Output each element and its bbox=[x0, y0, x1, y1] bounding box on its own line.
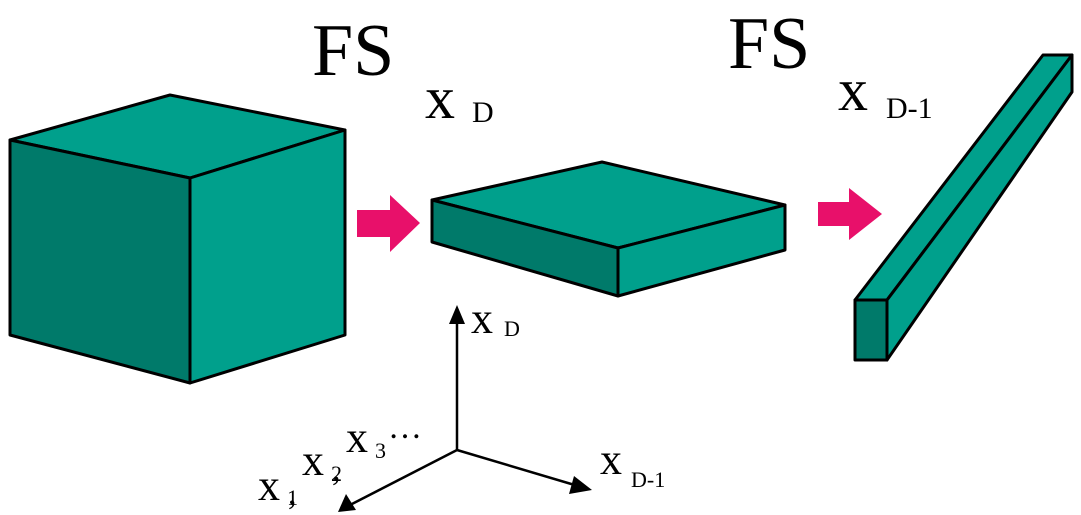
axis-up-label: x D bbox=[471, 294, 520, 343]
label-fs-xd: FS x D bbox=[312, 10, 494, 131]
x2-sub: 2 bbox=[331, 461, 342, 486]
projection-arrow-2 bbox=[818, 188, 882, 240]
fs2-main: FS bbox=[728, 3, 810, 85]
full-feature-space-cube bbox=[8, 93, 347, 385]
fs1-var: x bbox=[425, 65, 455, 131]
rod-front-face bbox=[853, 298, 889, 362]
coordinate-axes bbox=[338, 305, 592, 512]
x1-var: x bbox=[258, 461, 280, 510]
axis-up-sub: D bbox=[504, 316, 520, 341]
fs2-sub: D-1 bbox=[886, 92, 933, 125]
label-fs-xd-1: FS x D-1 bbox=[728, 3, 933, 125]
cube-side-face bbox=[188, 128, 347, 385]
axis-up-var: x bbox=[471, 294, 493, 343]
x3-sub: 3 bbox=[375, 438, 386, 463]
projected-rod bbox=[853, 53, 1074, 362]
x2-var: x bbox=[302, 436, 324, 485]
axis-right-label: x D-1 bbox=[600, 435, 665, 492]
slab-side-face bbox=[616, 203, 787, 298]
x1-sep: , bbox=[288, 475, 297, 512]
fs1-sub: D bbox=[472, 96, 494, 129]
cube-front-face bbox=[8, 138, 192, 385]
projected-slab bbox=[430, 160, 787, 298]
axis-left-label: x 1 , x 2 , x 3 … bbox=[258, 409, 422, 512]
x3-var: x bbox=[346, 413, 368, 462]
fs1-main: FS bbox=[312, 10, 394, 92]
axis-right bbox=[456, 448, 579, 488]
x2-sep: , bbox=[332, 451, 341, 488]
x1-sub: 1 bbox=[287, 485, 298, 510]
axis-up-arrowhead bbox=[449, 305, 465, 324]
axis-right-arrowhead bbox=[569, 476, 592, 494]
axis-right-sub: D-1 bbox=[631, 467, 665, 492]
axis-left-arrowhead bbox=[338, 494, 356, 512]
axis-left bbox=[349, 448, 458, 507]
fs2-var: x bbox=[838, 57, 868, 123]
axis-left-ellipsis: … bbox=[388, 409, 422, 446]
axis-right-var: x bbox=[600, 435, 622, 484]
projection-arrow-1 bbox=[357, 195, 420, 252]
